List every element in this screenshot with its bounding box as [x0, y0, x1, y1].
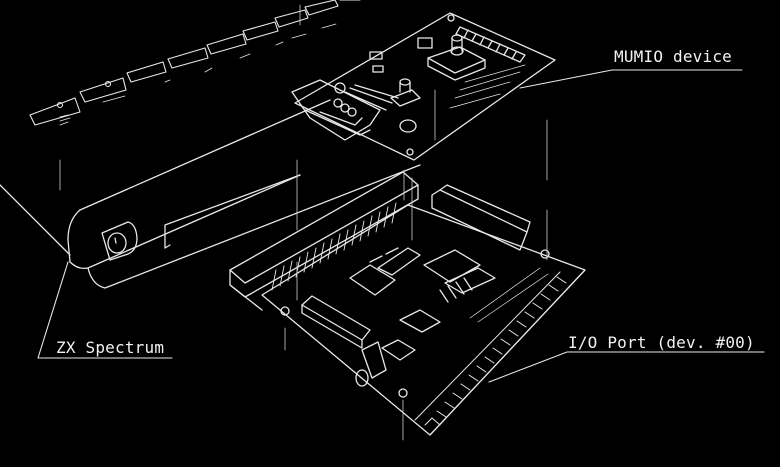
io-port-pcb — [229, 171, 765, 436]
mumio-pcb — [291, 12, 743, 161]
keyboard-keys — [29, 0, 361, 126]
zx-spectrum-label: ZX Spectrum — [56, 338, 165, 357]
projection-lines — [59, 4, 548, 441]
zx-spectrum-case — [0, 0, 421, 359]
mumio-device-label: MUMIO device — [614, 47, 732, 66]
io-port-label: I/O Port (dev. #00) — [568, 333, 755, 352]
